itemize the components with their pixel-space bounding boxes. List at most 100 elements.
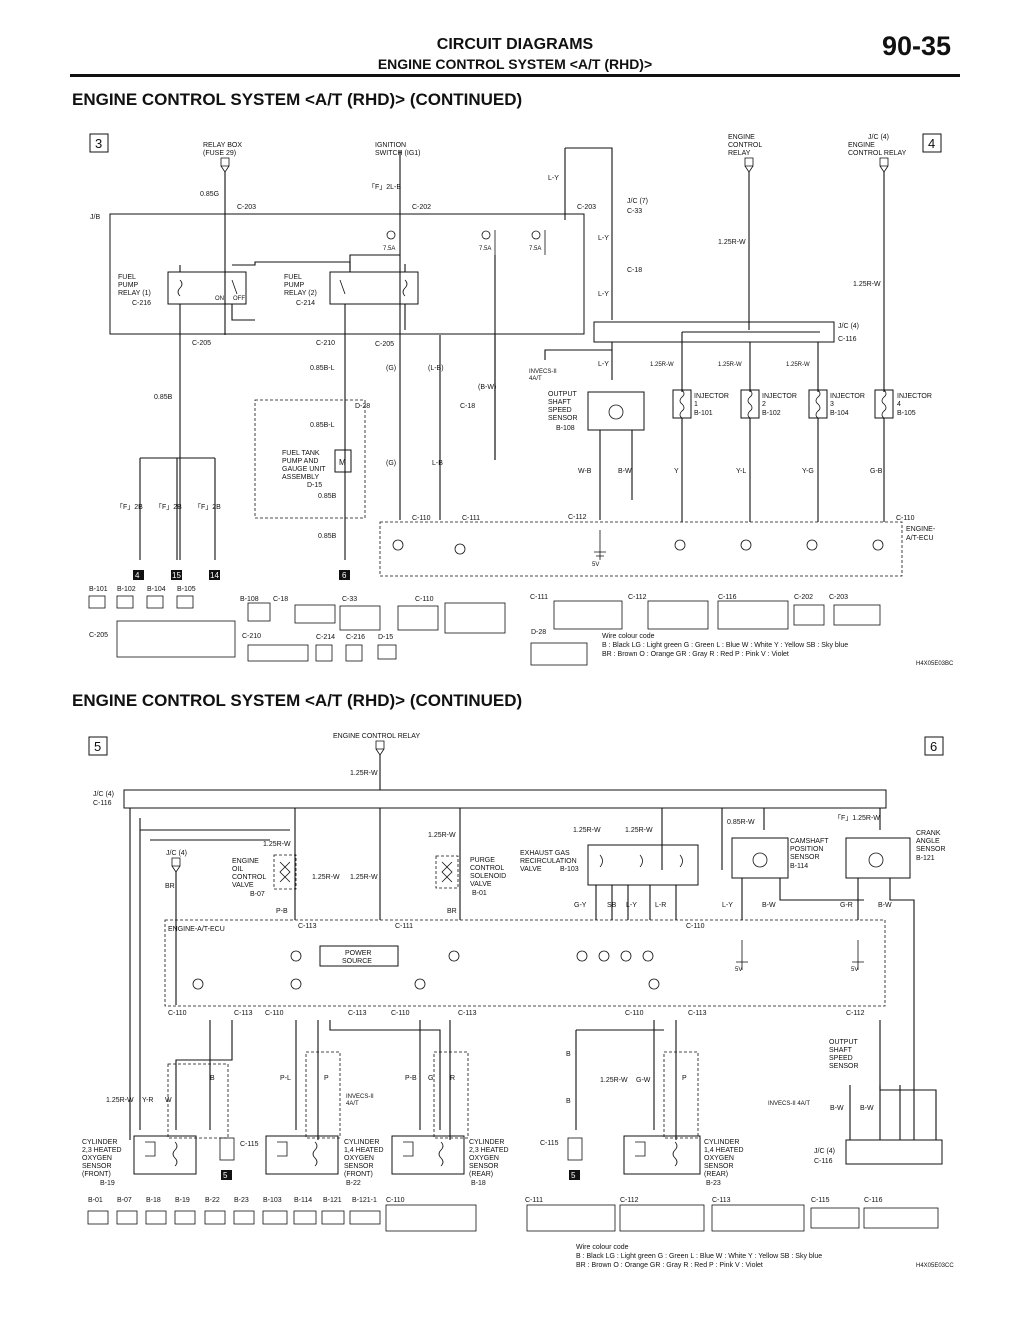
wire-color-label: G-B [870,468,883,475]
fuse-number [531,230,541,240]
wire [140,829,290,841]
connector-pictogram-label: B-19 [175,1197,190,1204]
oss-label: SHAFT [548,399,572,406]
connector-pictogram-label: B-18 [146,1197,161,1204]
fuse-number [386,230,396,240]
fpr1-label: FUEL [118,274,136,281]
o2-label: OXYGEN [344,1155,374,1162]
wire-colour-code-line: BR : Brown O : Orange GR : Gray R : Red … [602,651,789,658]
connector-pictogram-label: C-116 [864,1197,883,1204]
o2-connector: B-23 [706,1180,721,1187]
jc4-bus-box [123,789,887,809]
egr-valve [587,844,699,886]
connector-pictogram-label: C-113 [712,1197,731,1204]
connector-c115-box [567,1137,583,1161]
ftp-label: GAUGE UNIT [282,466,326,473]
drawing-code: H4X05E03BC [916,661,954,667]
connector-label: C-110 [896,515,915,522]
connector-label: C-110 [686,923,705,930]
connector-label: C-18 [460,403,475,410]
injector-number: 3 [830,401,834,408]
wire-color-label: P-B [276,908,288,915]
connector-label: C-110 [412,515,431,522]
wire-color-label: 1.25R-W [853,281,881,288]
wire-color-label: W-B [578,468,592,475]
connector-label: C-110 [391,1010,410,1017]
ftp-connector: D-15 [307,482,322,489]
section1-diagram: 3 4 RELAY BOX (FUSE 29) IGNITION SWITCH … [88,133,954,667]
connector-label: C-111 [462,515,480,522]
voltage-label: 5V [851,967,858,973]
ground-number: 6 [342,571,347,580]
wire-color-label: L-Y [598,361,609,368]
frame-number-5: 5 [94,739,101,754]
relay-on-label: ON [215,296,224,302]
wire-color-label: B-W [762,902,776,909]
wire-color-label: 0.85B [318,493,337,500]
frame-number-3: 3 [95,136,102,151]
connector-c115-box [219,1137,235,1161]
o2-label: (REAR) [469,1171,493,1178]
wire [544,330,885,392]
wire-color-label: 1.25R-W [718,362,742,368]
o2-label: SENSOR [469,1163,499,1170]
fpr1-label: PUMP [118,282,139,289]
wire-color-label: B-W [830,1105,844,1112]
wire-color-label: P-L [280,1075,291,1082]
wire-color-label: 1.25R-W [312,874,340,881]
ecu-internal-symbols [192,940,864,990]
frame-number-box-3 [89,133,109,153]
oss-label: SENSOR [829,1063,859,1070]
fpr1-connector: C-216 [132,300,151,307]
engine-oil-control-valve [273,854,297,890]
wire [564,147,613,320]
invecs-label: 4A/T [346,1101,359,1107]
invecs-label: INVECS-II 4A/T [768,1101,810,1107]
fuse-rating: 7.5A [383,246,395,252]
eocv-label: VALVE [232,882,254,889]
connector-label: C-110 [168,1010,187,1017]
wire-color-label: 1.25R-W [625,827,653,834]
cmp-label: POSITION [790,846,823,853]
wire-color-label: L-Y [548,175,559,182]
connector-label: C-110 [265,1010,284,1017]
drawing-code: H4X05E03CC [916,1263,954,1269]
jc4-bus-box [593,321,835,343]
power-source-label: POWER [345,950,371,957]
wire [849,1085,901,1140]
wire-color-label: G-R [840,902,853,909]
connector-label: C-116 [814,1158,833,1165]
wire-color-label: B [566,1098,571,1105]
wire-color-label: 1.25R-W [650,362,674,368]
connector-label: C-113 [348,1010,367,1017]
wire-color-label: 「F」2L-B [368,183,401,191]
cmp-label: CAMSHAFT [790,838,829,845]
cmp-connector: B-114 [790,863,808,870]
injector-number: 2 [762,401,766,408]
connector-pictogram-label: B-108 [240,596,259,603]
ground-6 [339,570,350,580]
connector-label: C-203 [237,204,256,211]
wire-color-label: 1.25R-W [350,770,378,777]
connector-label: J/C (4) [166,850,187,857]
wire-color-label: G [428,1075,433,1082]
jb-label: J/B [90,214,100,221]
oss-label: SPEED [548,407,572,414]
ftp-label: PUMP AND [282,458,318,465]
wire-color-label: 「F」2B [155,503,182,511]
eocv-label: OIL [232,866,243,873]
o2-label: CYLINDER [469,1139,504,1146]
connector-label: J/C (7) [627,198,648,205]
shield-dashed-box [663,1051,699,1139]
wire-color-label: L-Y [598,291,609,298]
connector-label: J/C (4) [93,791,114,798]
frame-number-box-4 [922,133,942,153]
wire-colour-code-line: BR : Brown O : Orange GR : Gray R : Red … [576,1262,763,1269]
o2-label: 1,4 HEATED [344,1147,384,1154]
wire-color-label: B [566,1051,571,1058]
wire-color-label: L-B [432,460,443,467]
wire-color-label: 0.85B [154,394,173,401]
connector-pictogram-label: B-102 [117,586,136,593]
o2-label: SENSOR [704,1163,734,1170]
connector-pictogram-label: B-01 [88,1197,103,1204]
